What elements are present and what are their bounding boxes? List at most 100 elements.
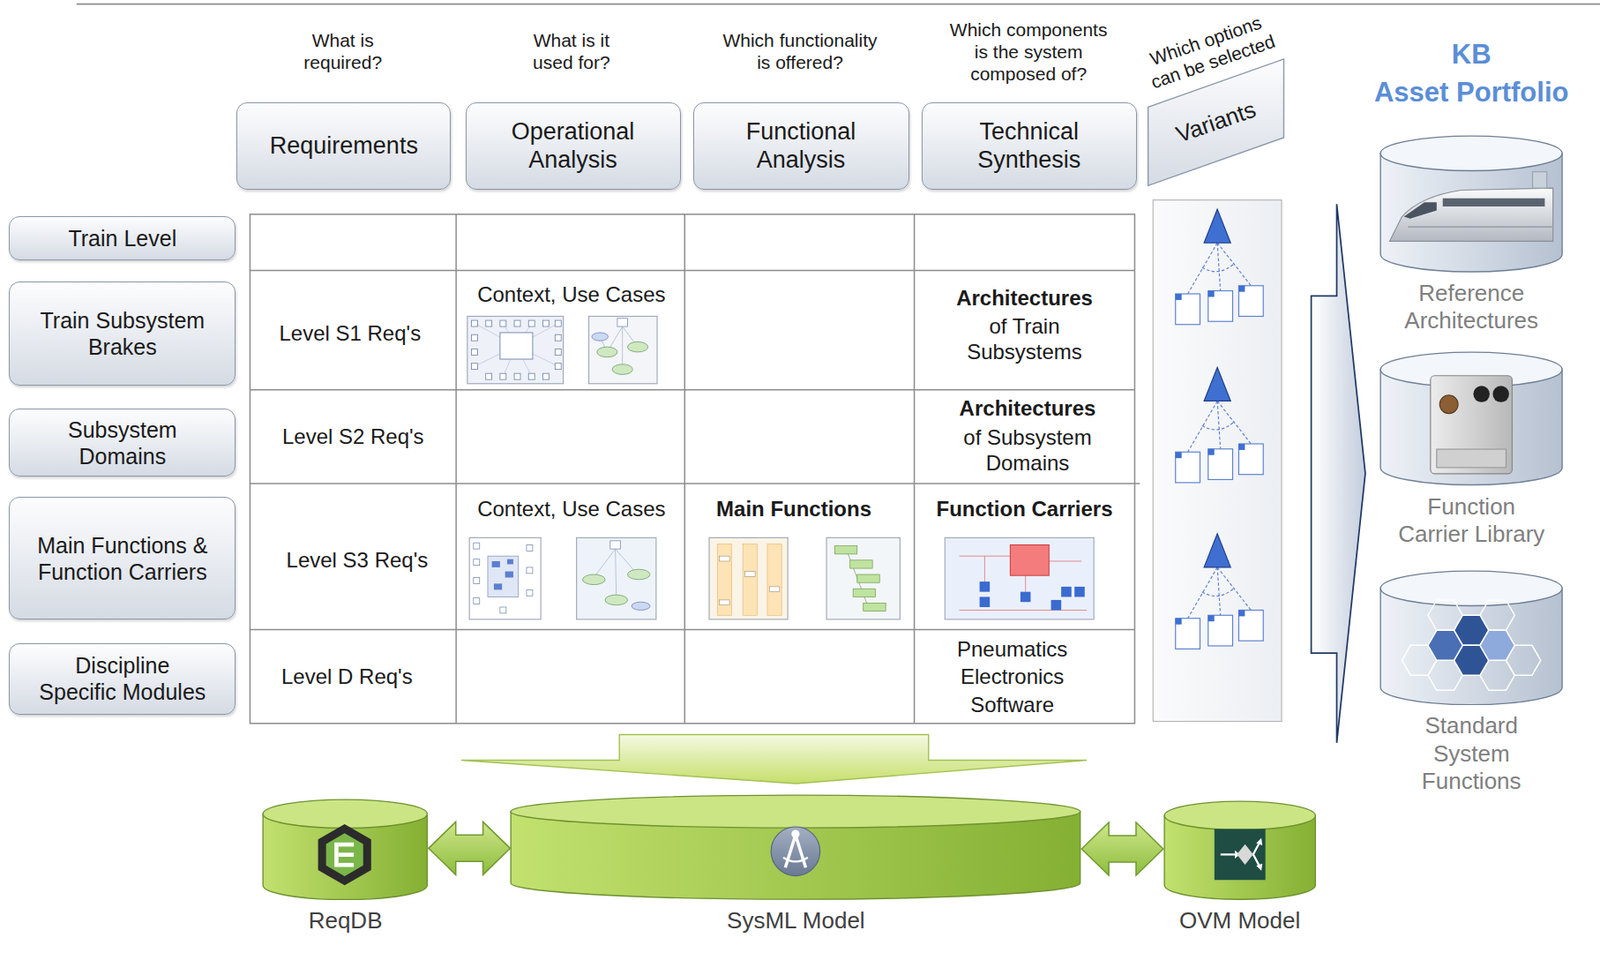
function-flow-thumbnail (826, 537, 900, 620)
column-question-holder: Which components is the system composed … (946, 18, 1111, 86)
node-label: Train Subsystem Brakes (27, 306, 217, 360)
row-header: Train Subsystem Brakes (8, 281, 236, 386)
node-label: Functional Analysis (703, 117, 899, 175)
cell-heading-holder: Architectures (956, 284, 1093, 311)
cell-heading-holder: Main Functions (716, 496, 872, 523)
variant-tree (1188, 400, 1219, 452)
context-diagram-thumbnail (493, 583, 502, 590)
asset-cylinder: Function Carrier Library (1379, 351, 1563, 548)
cell-text: Level S3 Req's (286, 547, 429, 574)
activity-thumbnail (717, 543, 782, 615)
cylinder-shape (1163, 800, 1317, 900)
sysml-picture (783, 857, 808, 862)
context-diagram-thumbnail (467, 315, 564, 383)
block-diagram-thumbnail (1048, 560, 1082, 561)
cell-text: Context, Use Cases (477, 282, 666, 308)
variant-tree (1238, 443, 1264, 475)
node-label: ReqDB (261, 906, 429, 935)
context-diagram-thumbnail (473, 559, 480, 566)
variant-tree (1175, 609, 1246, 624)
context-diagram-thumbnail (526, 589, 533, 596)
cylinder-shape (261, 798, 429, 901)
context-diagram-thumbnail (500, 373, 507, 380)
variant-tree (1203, 533, 1231, 568)
cell-text-holder: Context, Use Cases (477, 282, 666, 308)
cell-text-holder: Level S2 Req's (282, 424, 425, 450)
context-diagram-thumbnail (473, 542, 533, 614)
cylinder-top (262, 799, 427, 828)
reqdb-picture (318, 823, 372, 885)
context-diagram-thumbnail (514, 320, 521, 327)
activity-thumbnail (742, 543, 757, 615)
column-question-holder: What is it used for? (518, 29, 625, 74)
ovm-picture (1214, 828, 1266, 880)
variant-tree (1175, 443, 1264, 483)
asset-cylinder: Standard System Functions (1379, 569, 1563, 795)
activity-thumbnail (767, 543, 782, 615)
context-diagram-thumbnail (467, 315, 564, 383)
variant-tree (1175, 293, 1182, 300)
variant-tree (1203, 366, 1231, 401)
context-diagram-thumbnail (526, 567, 533, 574)
column-header: Requirements (236, 102, 451, 190)
block-diagram-thumbnail (944, 537, 1094, 620)
block-arrow (1081, 822, 1164, 875)
cylinder-top (1380, 570, 1563, 606)
cell-text-holder: Pneumatics (957, 635, 1068, 662)
use-case-thumbnail (605, 594, 628, 606)
block-diagram-thumbnail (1009, 544, 1049, 576)
use-case-thumbnail (576, 537, 657, 620)
variant-tree (1175, 533, 1264, 650)
function-flow-thumbnail (857, 574, 880, 583)
variant-tree (1175, 618, 1182, 625)
column-header: Technical Synthesis (921, 102, 1137, 190)
block-diagram-thumbnail (1051, 599, 1062, 611)
device-picture (1473, 385, 1491, 403)
cell-heading-holder: Architectures (959, 395, 1097, 421)
use-case-thumbnail (597, 341, 649, 374)
hex-picture (1402, 599, 1541, 690)
block-diagram-thumbnail (1074, 586, 1085, 598)
use-case-thumbnail (612, 364, 633, 375)
device-picture (1439, 395, 1458, 414)
cylinder-top (1380, 135, 1563, 171)
variant-tree (1217, 242, 1220, 291)
variant-tree (1238, 609, 1245, 616)
device-picture (1436, 448, 1507, 468)
use-case-thumbnail (627, 568, 650, 580)
use-case-thumbnail (583, 574, 606, 585)
variant-tree (1217, 567, 1251, 611)
context-diagram-thumbnail (514, 373, 521, 380)
context-diagram-thumbnail (469, 537, 541, 620)
cell-text: Software (970, 692, 1055, 718)
ovm-picture (1220, 840, 1261, 868)
cell-heading: Main Functions (716, 496, 872, 523)
function-flow-thumbnail (834, 545, 857, 554)
node-label: Subsystem Domains (34, 416, 211, 470)
context-diagram-thumbnail (485, 320, 493, 327)
variant-tree (1175, 209, 1264, 325)
row-header: Subsystem Domains (8, 408, 236, 478)
node-label: Requirements (269, 131, 419, 160)
variant-tree (1175, 285, 1246, 300)
activity-thumbnail (719, 555, 780, 606)
cylinder-body (1380, 369, 1563, 486)
context-diagram-thumbnail (505, 571, 514, 578)
variant-tree (1202, 587, 1235, 596)
use-case-thumbnail (593, 548, 615, 577)
context-diagram-thumbnail (492, 559, 514, 591)
reqdb-picture (338, 862, 354, 868)
activity-thumbnail (719, 599, 731, 606)
cell-text-holder: Electronics (960, 664, 1064, 690)
block-diagram-thumbnail (958, 609, 1087, 611)
use-case-thumbnail (615, 548, 617, 599)
variant-tree (1217, 400, 1251, 444)
variant-tree (1208, 291, 1234, 322)
row-header: Discipline Specific Modules (8, 642, 236, 715)
cell-text-holder: Context, Use Cases (477, 496, 666, 523)
context-diagram-thumbnail (471, 320, 561, 380)
repository-cylinder: ReqDB (261, 798, 429, 935)
block-diagram-thumbnail (979, 596, 991, 607)
repository-cylinder: SysML Model (509, 793, 1082, 935)
